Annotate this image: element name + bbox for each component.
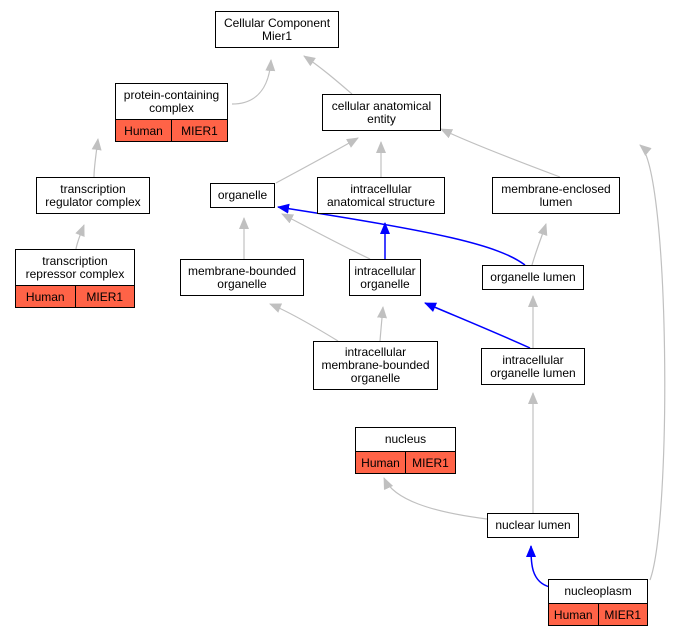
node-label: nucleoplasm xyxy=(564,584,632,598)
edge-trans-reg-to-protein-complex xyxy=(91,138,102,178)
annotation-row: Human MIER1 xyxy=(116,119,227,141)
species-label: Human xyxy=(25,289,65,304)
edge-nuclear-lumen-to-intra-org-lumen xyxy=(383,477,488,520)
node-label: intracellular organelle xyxy=(354,263,416,291)
gene-label: MIER1 xyxy=(405,452,455,473)
edge-intra-org-to-organelle xyxy=(281,213,371,260)
edge-cell-anat-to-cc-mier1 xyxy=(303,55,353,95)
gene-label: MIER1 xyxy=(171,120,227,141)
edge-organelle-to-cell-anat xyxy=(275,137,359,184)
edge-org-lumen-to-organelle xyxy=(277,203,526,266)
node-org-lumen[interactable]: organelle lumen xyxy=(482,265,584,290)
node-label: membrane-enclosed lumen xyxy=(501,181,611,209)
edge-protein-complex-to-cc-mier1 xyxy=(231,59,276,105)
edge-mem-lumen-to-cell-anat xyxy=(440,128,561,178)
annotation-row: Human MIER1 xyxy=(549,603,647,625)
node-intra-org[interactable]: intracellular organelle xyxy=(349,259,421,296)
node-label: intracellular membrane-bounded organelle xyxy=(321,345,430,385)
gene-label: MIER1 xyxy=(597,604,648,625)
node-label: Cellular Component Mier1 xyxy=(223,15,331,43)
annotation-row: Human MIER1 xyxy=(16,285,134,307)
node-label: transcription regulator complex xyxy=(45,181,141,209)
node-mem-lumen[interactable]: membrane-enclosed lumen xyxy=(492,177,620,214)
node-organelle[interactable]: organelle xyxy=(210,183,275,208)
edge-intra-org-lumen-to-intra-org xyxy=(424,302,531,349)
species-label: Human xyxy=(361,455,400,470)
node-label: intracellular anatomical structure xyxy=(326,181,436,209)
node-label: cellular anatomical entity xyxy=(331,98,432,126)
species-label: Human xyxy=(124,123,163,138)
node-cc-mier1[interactable]: Cellular Component Mier1 xyxy=(215,11,339,48)
species-label: Human xyxy=(553,607,593,622)
edge-nuclear-lumen-to-nucleus xyxy=(525,545,551,588)
node-trans-reg[interactable]: transcription regulator complex xyxy=(36,177,150,214)
node-label: organelle xyxy=(217,188,268,202)
edge-nucleoplasm-to-cell-anat xyxy=(639,144,666,581)
node-cell-anat[interactable]: cellular anatomical entity xyxy=(322,94,441,131)
gene-label: MIER1 xyxy=(74,286,135,307)
edge-intra-mem-bound-to-mem-bound xyxy=(269,303,339,342)
node-mem-bound[interactable]: membrane-bounded organelle xyxy=(180,259,304,296)
node-intra-anat[interactable]: intracellular anatomical structure xyxy=(317,177,445,214)
node-label: organelle lumen xyxy=(490,270,576,284)
node-intra-org-lumen[interactable]: intracellular organelle lumen xyxy=(481,348,585,385)
edge-org-lumen-to-mem-lumen xyxy=(531,223,548,266)
node-label: membrane-bounded organelle xyxy=(187,263,297,291)
edge-intra-mem-bound-to-intra-org xyxy=(377,306,387,342)
node-intra-mem-bound[interactable]: intracellular membrane-bounded organelle xyxy=(313,341,438,390)
edge-trans-rep-to-trans-reg xyxy=(75,224,85,250)
node-label: protein-containing complex xyxy=(123,87,220,115)
node-label: nuclear lumen xyxy=(495,518,571,532)
node-nuclear-lumen[interactable]: nuclear lumen xyxy=(487,513,579,538)
annotation-row: Human MIER1 xyxy=(356,451,455,473)
node-label: intracellular organelle lumen xyxy=(490,352,576,380)
node-label: transcription repressor complex xyxy=(25,253,125,281)
node-label: nucleus xyxy=(384,432,427,446)
